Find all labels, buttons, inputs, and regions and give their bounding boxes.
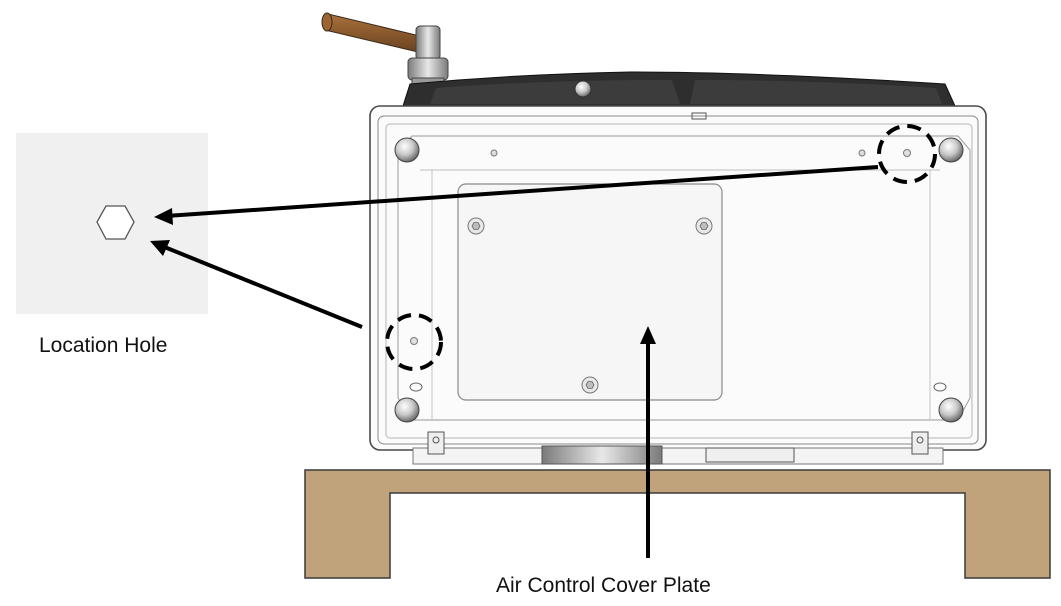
dashed-circle-icon [877,124,937,184]
arrow-icon [640,326,656,558]
hexagon-icon [96,205,135,240]
dashed-circle-icon [385,313,443,371]
air-control-cover-plate [457,183,723,401]
arrow-icon [150,240,363,329]
arrow-icon [154,165,879,225]
cover-plate-screws [467,217,713,394]
location-hole [410,337,418,345]
lid-knob [574,80,592,98]
wooden-stand [304,469,1051,579]
location-hole-label: Location Hole [39,334,168,357]
air-control-cover-plate-label: Air Control Cover Plate [496,574,711,597]
handle [321,12,449,89]
corner-knobs [394,137,964,423]
bottom-fittings [412,431,944,465]
location-hole [903,149,911,157]
